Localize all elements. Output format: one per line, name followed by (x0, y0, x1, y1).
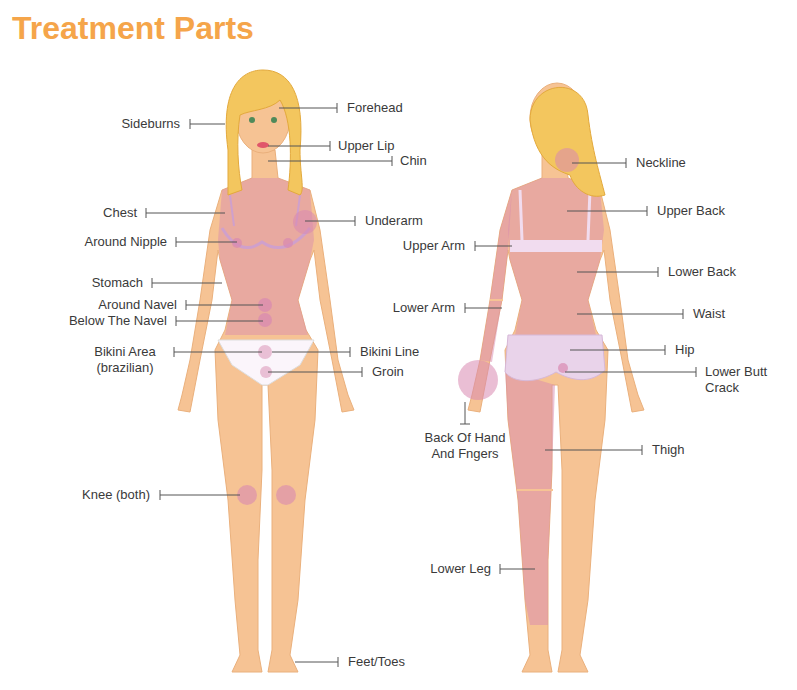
part-label: Upper Back (657, 203, 725, 219)
part-label: Below The Navel (69, 313, 167, 329)
part-label: Waist (693, 306, 725, 322)
part-label: Chest (103, 205, 137, 221)
part-label: Forehead (347, 100, 403, 116)
part-label: Groin (372, 364, 404, 380)
part-label: Thigh (652, 442, 685, 458)
part-label: Around Navel (98, 297, 177, 313)
front-figure (178, 70, 354, 672)
part-label: Knee (both) (82, 487, 150, 503)
part-label: Lower Leg (430, 561, 491, 577)
back-figure (468, 150, 644, 672)
part-label: Lower Arm (393, 300, 455, 316)
page-title: Treatment Parts (12, 10, 254, 47)
part-label: Upper Arm (403, 238, 465, 254)
part-label: Underarm (365, 213, 423, 229)
part-label: Upper Lip (338, 138, 394, 154)
part-label: Back Of Hand And Fngers (413, 430, 517, 462)
leader-lines (146, 103, 696, 667)
part-label: Lower Back (668, 264, 736, 280)
part-label: Bikini Line (360, 344, 419, 360)
part-label: Sideburns (121, 116, 180, 132)
part-label: Stomach (92, 275, 143, 291)
part-label: Neckline (636, 155, 686, 171)
part-label: Chin (400, 153, 427, 169)
back-zones (458, 83, 605, 625)
part-label: Around Nipple (85, 234, 167, 250)
part-label: Hip (675, 342, 695, 358)
part-label: Lower Butt Crack (705, 364, 781, 396)
part-label: Feet/Toes (348, 654, 405, 670)
part-label: Bikini Area (brazilian) (83, 344, 167, 376)
